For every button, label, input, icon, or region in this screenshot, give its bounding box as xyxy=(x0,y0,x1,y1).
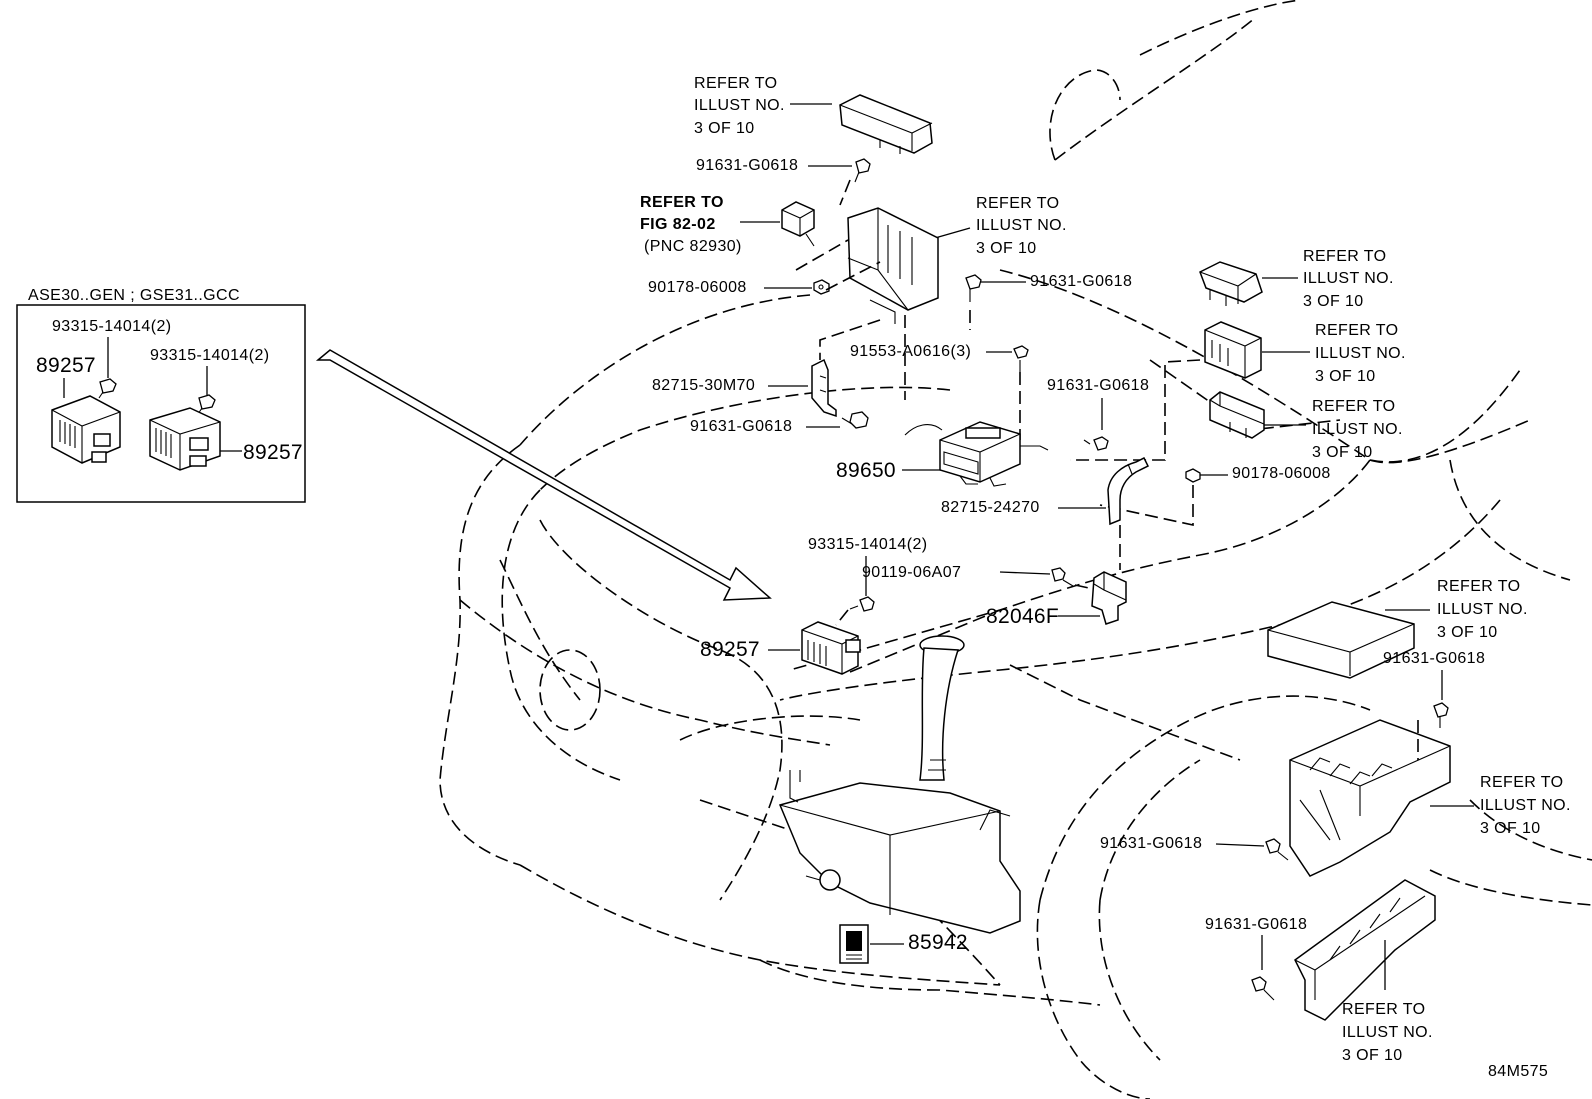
bolt-box-left-label[interactable]: 91631-G0618 xyxy=(1100,835,1202,852)
bolt-right-small-icon xyxy=(1083,436,1109,451)
bracket-left-label[interactable]: 82715-30M70 xyxy=(652,377,755,394)
ecu-main-icon xyxy=(801,621,861,675)
top-cover-icon xyxy=(839,94,933,154)
relay-cover-icon xyxy=(1267,601,1415,679)
bolt-90119-label[interactable]: 90119-06A07 xyxy=(862,564,961,581)
inset-title: ASE30..GEN ; GSE31..GCC xyxy=(28,287,240,304)
center-module-group: 91553-A0616(3) 82715-30M70 91631-G0618 8… xyxy=(652,343,1049,487)
top-cover-group: REFER TO ILLUST NO. 3 OF 10 xyxy=(694,75,933,154)
refer-top-line2[interactable]: ILLUST NO. xyxy=(694,97,785,114)
refer-box2-line2[interactable]: ILLUST NO. xyxy=(1315,345,1406,362)
label-85942-text[interactable]: 85942 xyxy=(908,931,968,954)
nut-left-icon xyxy=(813,279,830,295)
bolt-top-label[interactable]: 91631-G0618 xyxy=(696,157,798,174)
refer-relay-cover-line3[interactable]: 3 OF 10 xyxy=(1437,624,1498,641)
bracket-left-icon xyxy=(811,358,837,418)
refer-fig-line1[interactable]: REFER TO xyxy=(640,194,724,211)
inset-panel: ASE30..GEN ; GSE31..GCC 93315-14014(2) 9… xyxy=(16,287,306,503)
upper-bracket-group: 91631-G0618 REFER TO FIG 82-02 (PNC 8293… xyxy=(640,157,1132,400)
relay-block-group: REFER TO ILLUST NO. 3 OF 10 91631-G0618 … xyxy=(1100,578,1571,1064)
bolt-right-small-label[interactable]: 91631-G0618 xyxy=(1047,377,1149,394)
bolt-relay-icon xyxy=(1433,702,1449,728)
refer-box1-line3[interactable]: 3 OF 10 xyxy=(1303,293,1364,310)
bolt-93315-icon xyxy=(849,596,875,612)
refer-relay-box-line1[interactable]: REFER TO xyxy=(1480,774,1564,791)
refer-box3-line2[interactable]: ILLUST NO. xyxy=(1312,421,1403,438)
inset-ecu-label-b[interactable]: 89257 xyxy=(243,441,303,464)
nut-left-label[interactable]: 90178-06008 xyxy=(648,279,747,296)
refer-relay-cover-line1[interactable]: REFER TO xyxy=(1437,578,1521,595)
relay-box-lower-icon xyxy=(1289,719,1451,877)
refer-fig-line3[interactable]: (PNC 82930) xyxy=(644,238,742,255)
refer-lower-line1[interactable]: REFER TO xyxy=(1342,1001,1426,1018)
bracket-right-label[interactable]: 82715-24270 xyxy=(941,499,1040,516)
refer-box3-line3[interactable]: 3 OF 10 xyxy=(1312,444,1373,461)
label-85942-group: 85942 xyxy=(839,924,968,964)
refer-relay-cover-line2[interactable]: ILLUST NO. xyxy=(1437,601,1528,618)
refer-top-line1[interactable]: REFER TO xyxy=(694,75,778,92)
inset-bolt-label-b[interactable]: 93315-14014(2) xyxy=(150,347,269,364)
bolt-top-icon xyxy=(854,158,871,183)
relay-box1-icon xyxy=(1199,261,1263,306)
relay-connector-icon xyxy=(781,201,815,247)
block-82046f-label[interactable]: 82046F xyxy=(986,605,1059,628)
screw-3-label[interactable]: 91553-A0616(3) xyxy=(850,343,971,360)
bolt-box-lower-label[interactable]: 91631-G0618 xyxy=(1205,916,1307,933)
refer-lower-line3[interactable]: 3 OF 10 xyxy=(1342,1047,1403,1064)
ecu-main-label[interactable]: 89257 xyxy=(700,638,760,661)
block-82046f-icon xyxy=(1091,571,1127,625)
refer-box1-line1[interactable]: REFER TO xyxy=(1303,248,1387,265)
inset-ecu-label-a[interactable]: 89257 xyxy=(36,354,96,377)
bolt-lower-left-icon xyxy=(841,411,869,429)
refer-box3-line1[interactable]: REFER TO xyxy=(1312,398,1396,415)
vehicle-body-outline xyxy=(439,0,1592,1099)
relay-box2-icon xyxy=(1204,321,1262,379)
refer-fig-line2[interactable]: FIG 82-02 xyxy=(640,216,716,233)
refer-bracket-line3[interactable]: 3 OF 10 xyxy=(976,240,1037,257)
inset-bolt-icon-b xyxy=(197,394,216,415)
inset-pointer-arrow xyxy=(315,349,772,601)
inset-ecu-icon-b xyxy=(149,407,221,471)
bolt-93315-label[interactable]: 93315-14014(2) xyxy=(808,536,927,553)
inset-bolt-label-a[interactable]: 93315-14014(2) xyxy=(52,318,171,335)
refer-bracket-line1[interactable]: REFER TO xyxy=(976,195,1060,212)
upper-bracket-icon xyxy=(847,207,939,324)
inset-ecu-icon-a xyxy=(51,395,121,464)
bolt-lower-left-label[interactable]: 91631-G0618 xyxy=(690,418,792,435)
module-89650-icon xyxy=(904,421,1049,487)
refer-box1-line2[interactable]: ILLUST NO. xyxy=(1303,270,1394,287)
refer-lower-line2[interactable]: ILLUST NO. xyxy=(1342,1024,1433,1041)
relay-box-bottom-icon xyxy=(1294,879,1436,1021)
washer-tank-icon xyxy=(778,635,1021,934)
nut-right-icon xyxy=(1185,468,1201,483)
bolt-box-lower-icon xyxy=(1251,976,1275,1001)
refer-relay-box-line2[interactable]: ILLUST NO. xyxy=(1480,797,1571,814)
bracket-right-icon xyxy=(1107,456,1150,526)
relay-boxes-group: REFER TO ILLUST NO. 3 OF 10 REFER TO ILL… xyxy=(1070,248,1406,461)
bolt-relay-label[interactable]: 91631-G0618 xyxy=(1383,650,1485,667)
label-85942-icon xyxy=(839,924,869,964)
bolt-box-left-icon xyxy=(1265,838,1289,861)
refer-box2-line3[interactable]: 3 OF 10 xyxy=(1315,368,1376,385)
refer-relay-box-line3[interactable]: 3 OF 10 xyxy=(1480,820,1541,837)
inset-border xyxy=(16,304,306,503)
refer-top-line3[interactable]: 3 OF 10 xyxy=(694,120,755,137)
right-bracket-group: 91631-G0618 90178-06008 82715-24270 xyxy=(941,377,1331,570)
bolt-90119-icon xyxy=(1051,567,1074,587)
bolt-mid-label[interactable]: 91631-G0618 xyxy=(1030,273,1132,290)
refer-bracket-line2[interactable]: ILLUST NO. xyxy=(976,217,1067,234)
module-label[interactable]: 89650 xyxy=(836,459,896,482)
illustration-code: 84M575 xyxy=(1488,1063,1548,1080)
bolt-mid-icon xyxy=(965,274,982,302)
inset-bolt-icon-a xyxy=(98,378,117,399)
nut-right-label[interactable]: 90178-06008 xyxy=(1232,465,1331,482)
refer-box2-line1[interactable]: REFER TO xyxy=(1315,322,1399,339)
relay-box3-icon xyxy=(1209,391,1265,439)
screw-icon xyxy=(1013,345,1029,372)
ecu-mount-group: 93315-14014(2) 90119-06A07 82046F 89257 xyxy=(700,536,1127,675)
